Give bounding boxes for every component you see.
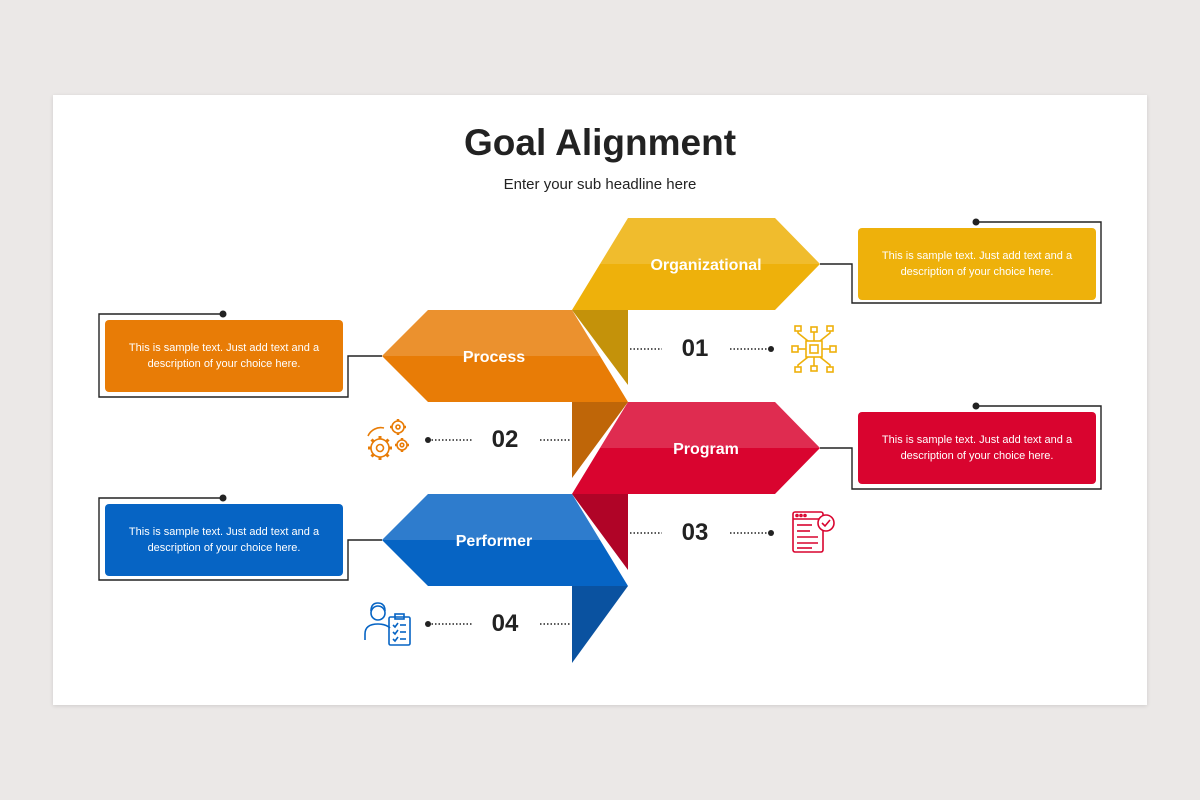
performer-arrow-shine [382,494,600,540]
organizational-connector [820,221,1102,304]
process-fold [572,402,628,478]
performer-connector-dot [219,494,227,502]
gears-icon [367,419,409,460]
performer-description-box: This is sample text. Just add text and a… [105,504,343,576]
organizational-arrow-shine [600,218,820,264]
performer-connector [98,497,382,581]
network-chip-icon [791,325,837,373]
process-arrow [382,310,628,402]
leader-04-dot [425,621,431,627]
process-description-box: This is sample text. Just add text and a… [105,320,343,392]
step-number-01: 01 [681,335,709,362]
organizational-label: Organizational [650,257,761,274]
step-number-04: 04 [491,610,519,637]
checklist-document-icon [792,511,835,553]
organizational-arrow [572,218,820,310]
program-label: Program [673,441,739,458]
program-fold [572,494,628,570]
process-label: Process [463,349,525,366]
person-clipboard-icon [364,602,411,646]
leader-01-dot [768,346,774,352]
page-subtitle: Enter your sub headline here [503,176,697,193]
leader-02-dot [425,437,431,443]
leader-03-dot [768,530,774,536]
step-number-03: 03 [681,519,709,546]
organizational-description-box: This is sample text. Just add text and a… [858,228,1096,300]
performer-arrow [382,494,628,586]
program-arrow [572,402,820,494]
performer-label: Performer [456,533,532,550]
page-title: Goal Alignment [463,122,737,163]
program-connector-dot [972,402,980,410]
performer-fold [572,586,628,663]
program-arrow-shine [600,402,820,448]
process-connector [98,313,382,398]
program-connector [820,405,1102,490]
process-connector-dot [219,310,227,318]
program-description-box: This is sample text. Just add text and a… [858,412,1096,484]
organizational-connector-dot [972,218,980,226]
process-arrow-shine [382,310,600,356]
step-number-02: 02 [491,426,519,453]
organizational-fold [572,310,628,385]
